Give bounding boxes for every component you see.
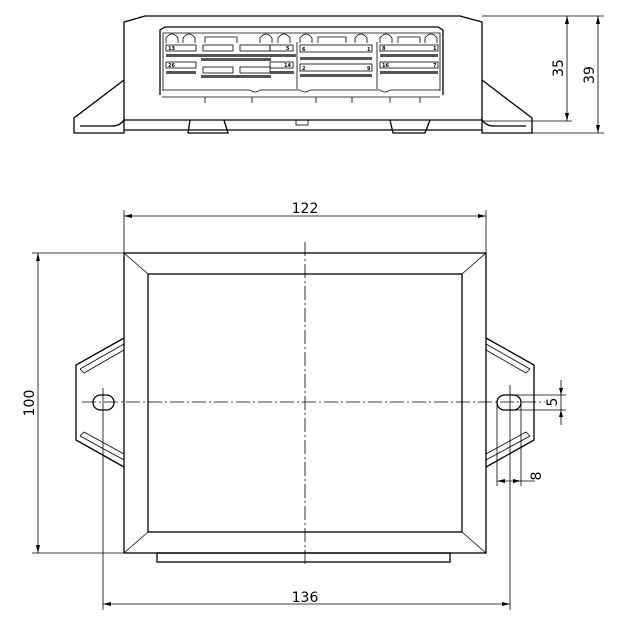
foot-right (389, 119, 431, 134)
dim-label-136: 136 (292, 590, 319, 606)
bottom-lip (156, 552, 451, 563)
pin-label: 16 (382, 63, 389, 69)
pin-label: 7 (433, 63, 437, 69)
pin-label: 8 (382, 46, 386, 52)
pin-label: 26 (168, 63, 175, 69)
pin-rows (165, 44, 439, 78)
dim-label-35: 35 (551, 59, 567, 77)
slot-height-dimension: 5 (510, 380, 566, 425)
mount-width-dimension: 136 (103, 590, 510, 606)
slot-width-dimension: 8 (496, 402, 545, 486)
pin-label: 1 (367, 47, 371, 53)
housing-outline (123, 15, 483, 120)
left-mount-flange (75, 337, 125, 468)
pin-label: 2 (302, 66, 306, 72)
connector-frame (159, 26, 444, 95)
connector-latches (165, 33, 438, 43)
right-flange (481, 79, 533, 134)
dim-label-39: 39 (582, 66, 598, 84)
pin-label: 13 (168, 46, 175, 52)
pin-label: 1 (433, 46, 437, 52)
side-view: 13 5 26 14 6 1 2 9 8 1 16 7 35 39 (73, 15, 604, 134)
pin-label: 5 (286, 46, 290, 52)
dim-label-5: 5 (545, 398, 561, 407)
pin-label: 9 (367, 66, 371, 72)
depth-dimension: 100 (22, 252, 124, 554)
pin-label: 6 (302, 47, 306, 53)
height-dimensions: 35 39 (482, 15, 604, 134)
plan-view: 122 100 136 5 8 (22, 201, 566, 610)
foot-left (187, 119, 229, 134)
right-mount-slot (496, 394, 522, 411)
dim-label-8: 8 (529, 472, 545, 481)
left-mount-slot (92, 394, 115, 411)
width-dimension: 122 (123, 201, 487, 253)
pin-label: 14 (284, 63, 291, 69)
dim-label-100: 100 (22, 390, 38, 417)
dim-label-122: 122 (292, 201, 319, 217)
left-flange (73, 79, 125, 134)
